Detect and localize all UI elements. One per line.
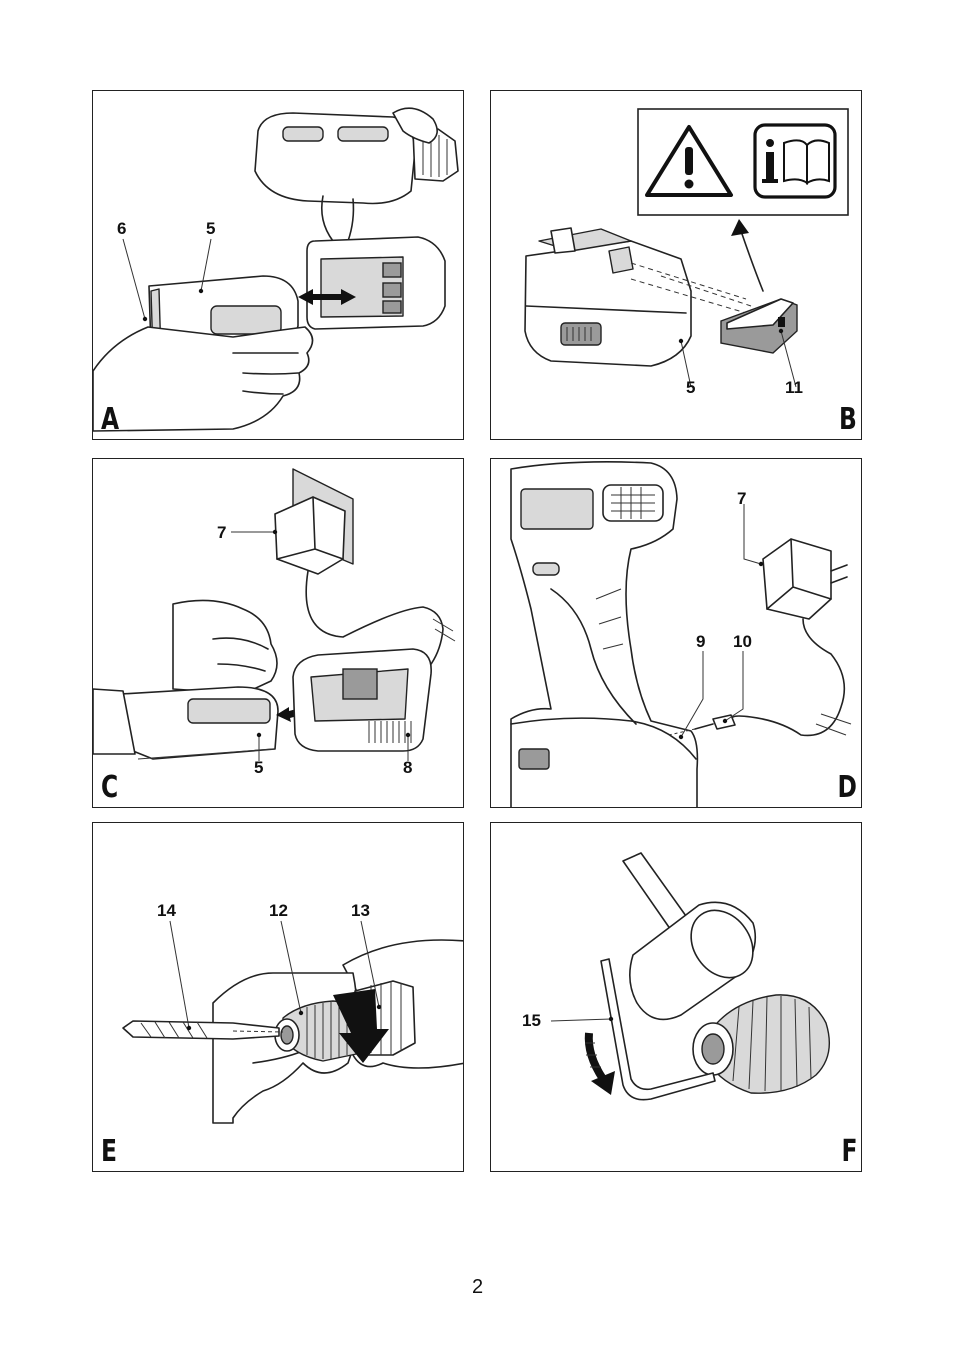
callout-15: 15 <box>522 1011 541 1030</box>
panel-letter: F <box>841 1134 857 1169</box>
callout-13: 13 <box>351 901 370 920</box>
callout-5: 5 <box>254 758 264 777</box>
battery-charging-illustration <box>93 468 456 761</box>
callout-7: 7 <box>217 523 227 542</box>
warning-triangle-icon <box>645 125 733 197</box>
callout-7: 7 <box>737 489 747 508</box>
callout-14: 14 <box>157 901 176 920</box>
figure-panel-b: 5 11 B <box>490 90 862 440</box>
chuck-removal-illustration <box>550 852 830 1101</box>
battery-warning-illustration <box>524 108 849 388</box>
panel-letter: D <box>837 770 857 805</box>
callout-12: 12 <box>269 901 288 920</box>
callout-11: 11 <box>785 378 803 397</box>
drill-charging-illustration <box>510 461 852 807</box>
panel-letter: A <box>101 402 120 437</box>
page-number: 2 <box>471 1276 484 1298</box>
figure-panel-d: 7 9 10 D <box>490 458 862 808</box>
battery-removal-illustration <box>93 107 459 432</box>
read-manual-icon <box>753 123 837 199</box>
figure-panel-c: 7 5 8 C <box>92 458 464 808</box>
figure-panel-f: 15 F <box>490 822 862 1172</box>
callout-5: 5 <box>206 219 216 238</box>
callout-5: 5 <box>686 378 696 397</box>
panel-letter: E <box>101 1134 117 1169</box>
callout-8: 8 <box>403 758 413 777</box>
figure-panel-a: 6 5 A <box>92 90 464 440</box>
panel-letter: C <box>101 770 119 805</box>
callout-9: 9 <box>696 632 706 651</box>
figure-panel-e: 14 12 13 E <box>92 822 464 1172</box>
callout-6: 6 <box>117 219 127 238</box>
chuck-tightening-illustration <box>122 920 463 1124</box>
callout-10: 10 <box>733 632 752 651</box>
panel-letter: B <box>839 402 857 437</box>
